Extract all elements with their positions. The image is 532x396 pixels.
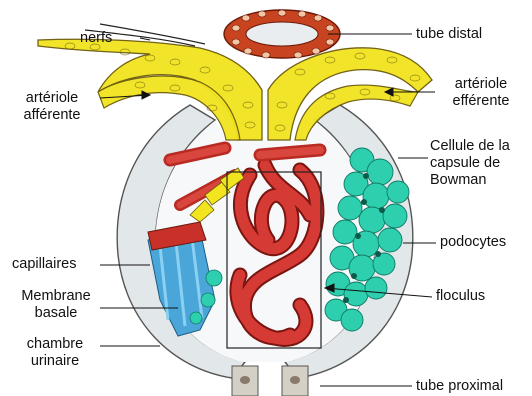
label-cellule-capsule-line1: Cellule de la [430, 138, 510, 155]
label-cellule-capsule-line3: Bowman [430, 172, 510, 189]
label-arteriole-afferente-line1: artériole [6, 90, 98, 107]
label-arteriole-efferente-line2: efférente [436, 93, 526, 110]
label-membrane-basale-line1: Membrane [10, 288, 102, 305]
label-arteriole-afferente: artériole afférente [6, 90, 98, 124]
label-cellule-capsule-bowman: Cellule de la capsule de Bowman [430, 138, 510, 189]
label-arteriole-efferente-line1: artériole [436, 76, 526, 93]
label-floculus: floculus [436, 288, 485, 305]
proximal-tubule [232, 366, 308, 396]
label-chambre-urinaire: chambre urinaire [14, 336, 96, 370]
distal-tubule [224, 10, 340, 58]
label-chambre-urinaire-line1: chambre [14, 336, 96, 353]
label-tube-proximal: tube proximal [416, 378, 503, 395]
label-tube-distal: tube distal [416, 26, 482, 43]
label-membrane-basale: Membrane basale [10, 288, 102, 322]
label-capillaires: capillaires [12, 256, 76, 273]
label-nerfs: nerfs [80, 30, 112, 47]
label-membrane-basale-line2: basale [10, 305, 102, 322]
label-arteriole-afferente-line2: afférente [6, 107, 98, 124]
label-chambre-urinaire-line2: urinaire [14, 353, 96, 370]
label-cellule-capsule-line2: capsule de [430, 155, 510, 172]
label-arteriole-efferente: artériole efférente [436, 76, 526, 110]
label-podocytes: podocytes [440, 234, 506, 251]
